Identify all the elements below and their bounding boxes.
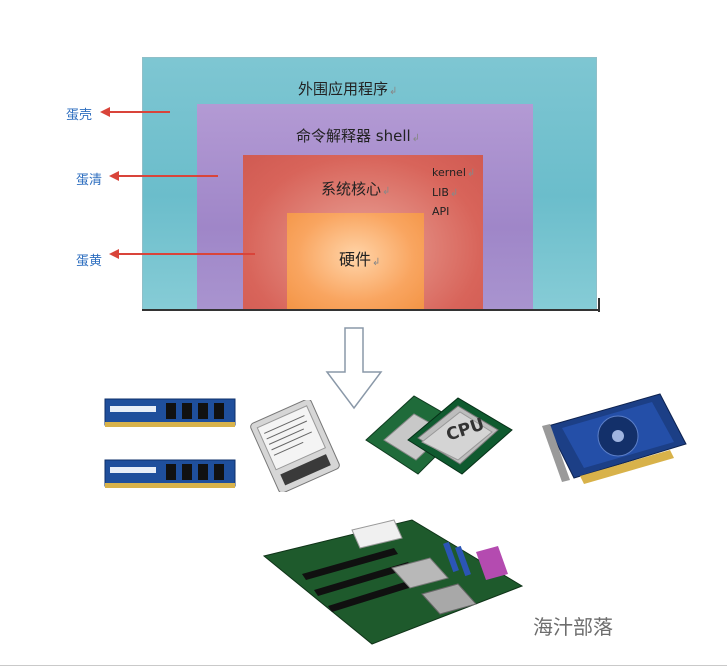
footer-divider bbox=[0, 665, 727, 666]
memory-module-icon bbox=[104, 459, 236, 488]
layer-shell-label: 命令解释器 shell↲ bbox=[296, 127, 421, 145]
kernel-part-api: API bbox=[432, 205, 450, 218]
cpu-icon bbox=[365, 395, 513, 475]
diagram-baseline bbox=[142, 309, 600, 311]
layer-application-label: 外围应用程序↲ bbox=[298, 80, 398, 98]
side-label-yolk: 蛋黄 bbox=[76, 254, 103, 269]
layer-kernel-label: 系统核心↲ bbox=[321, 180, 391, 198]
graphics-card-icon bbox=[542, 393, 687, 484]
layer-hardware-label: 硬件↲ bbox=[339, 250, 381, 269]
watermark: 海汁部落 bbox=[533, 615, 613, 639]
side-label-eggshell: 蛋壳 bbox=[66, 108, 93, 123]
hard-disk-icon bbox=[250, 400, 340, 492]
arrow-layer bbox=[100, 107, 255, 259]
kernel-part-kernel: kernel↲ bbox=[432, 166, 476, 179]
side-label-eggwhite: 蛋清 bbox=[76, 173, 103, 188]
kernel-part-lib: LIB↲ bbox=[432, 186, 459, 199]
down-arrow-icon bbox=[325, 327, 383, 410]
arrow-eggwhite-icon bbox=[109, 171, 218, 181]
layer-hardware bbox=[287, 213, 424, 310]
arrow-yolk-icon bbox=[109, 249, 255, 259]
motherboard-icon bbox=[262, 519, 524, 645]
arrow-eggshell-icon bbox=[100, 107, 170, 117]
memory-module-icon bbox=[104, 398, 236, 427]
diagram-corner-tick bbox=[598, 298, 600, 312]
